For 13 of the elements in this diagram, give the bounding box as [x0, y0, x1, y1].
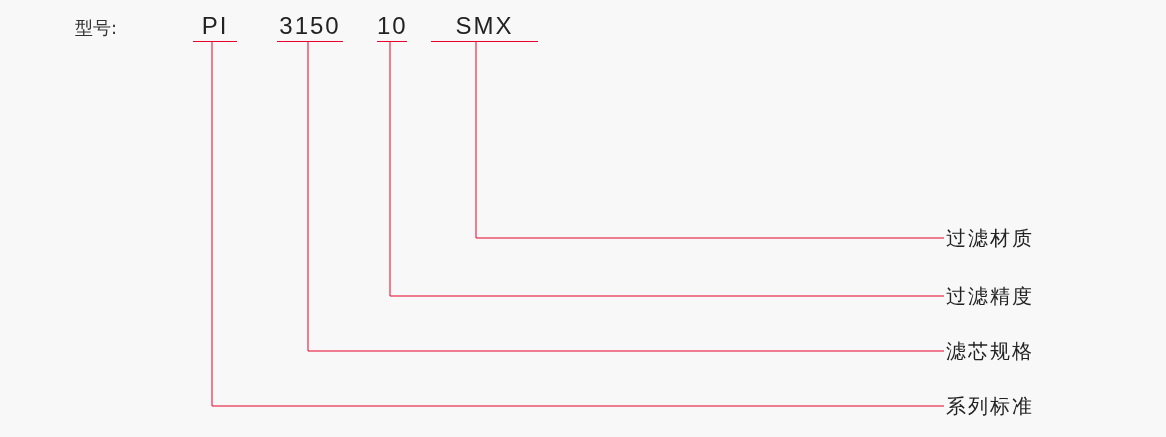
description-label: 过滤材质 — [946, 225, 1034, 251]
leader-line — [475, 41, 945, 239]
code-segment: PI — [193, 12, 237, 42]
description-label: 过滤精度 — [946, 283, 1034, 309]
leader-line — [211, 41, 945, 407]
code-segment: 3150 — [277, 12, 343, 42]
description-label: 滤芯规格 — [946, 338, 1034, 364]
leader-line — [389, 41, 945, 297]
model-label: 型号: — [75, 16, 118, 40]
leader-line — [307, 41, 945, 352]
code-segment: 10 — [377, 12, 407, 42]
code-segment: SMX — [431, 12, 538, 42]
description-label: 系列标准 — [946, 393, 1034, 419]
